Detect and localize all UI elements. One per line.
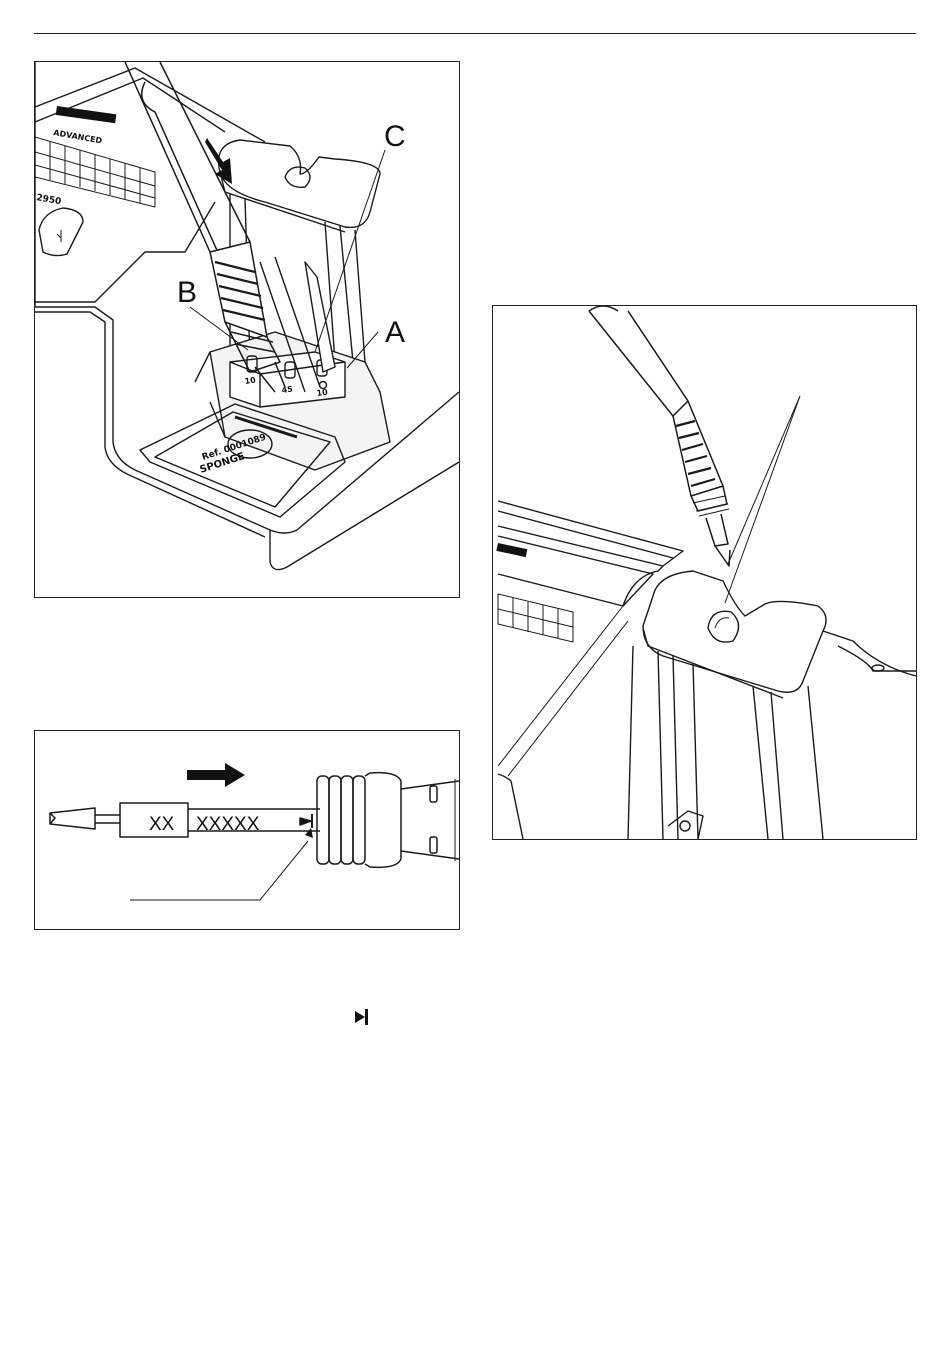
insertion-arrow-icon [187,763,245,787]
figure-iron-in-stand [492,305,917,840]
figure-cartridge-insertion: XX XXXXX [34,730,460,930]
callout-b: B [177,276,197,309]
callout-a: A [385,316,405,349]
insertion-mark-icon [353,1007,371,1027]
figure-tip-extractor: ADVANCED 2950 10 45 10 Ref. 0001089 SPON… [34,61,460,598]
handle-grip [317,773,459,868]
soldering-iron [589,306,730,566]
callout-c: C [384,120,406,153]
slot-label-3: 10 [316,387,329,398]
slot-label-2: 45 [281,384,294,395]
header-rule [34,33,916,34]
slot-label-1: 10 [244,375,257,386]
cartridge-code-long: XXXXX [196,814,260,835]
cartridge-code-short: XX [149,814,175,835]
station-brand: ADVANCED [53,128,104,145]
holder-top [219,140,380,227]
holder-top [643,571,826,692]
station-model: 2950 [35,193,61,207]
